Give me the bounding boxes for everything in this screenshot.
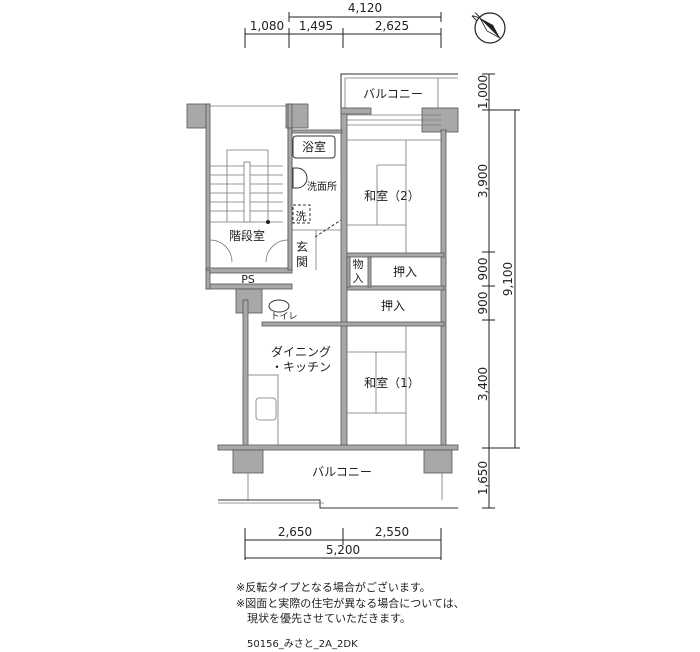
label-entrance-1: 玄 [296, 239, 308, 254]
label-dk-1: ダイニング [271, 344, 331, 359]
label-balcony-bottom: バルコニー [312, 465, 372, 479]
stairwell-walls [186, 103, 309, 314]
right-dimensions: 1,000 3,900 900 900 3,400 1,650 9,100 [476, 73, 520, 509]
dim-right-5: 3,400 [476, 367, 490, 401]
dim-right-1: 1,000 [476, 75, 490, 109]
label-washer: 洗 [296, 210, 307, 223]
toilet-icon [268, 299, 290, 313]
label-entrance-2: 関 [296, 255, 308, 269]
balcony-top [340, 73, 458, 110]
fixtures [268, 135, 336, 313]
dim-right-2: 3,900 [476, 164, 490, 198]
note-2: ※図面と実際の住宅が異なる場合については、 [236, 597, 465, 610]
dim-top-1: 1,080 [250, 19, 284, 33]
label-washitsu2: 和室（2） [364, 188, 420, 203]
label-ps: PS [241, 273, 255, 286]
label-bath: 浴室 [302, 139, 326, 154]
dim-right-total: 9,100 [501, 262, 515, 296]
dim-top-total: 4,120 [348, 1, 382, 15]
label-closet1: 押入 [393, 265, 417, 279]
label-washitsu1: 和室（1） [364, 375, 420, 390]
label-toilet: トイレ [270, 312, 297, 322]
plan-caption: 50156_みさと_2A_2DK [247, 639, 358, 650]
label-balcony-top: バルコニー [363, 87, 423, 101]
bottom-dimensions: 2,650 2,550 5,200 [244, 525, 442, 560]
room-labels: バルコニー 浴室 洗面所 洗 和室（2） 階段室 玄 関 物 入 押入 PS 押… [229, 87, 423, 479]
note-1: ※反転タイプとなる場合がございます。 [236, 581, 431, 594]
dim-bottom-2: 2,550 [375, 525, 409, 539]
label-stairwell: 階段室 [229, 228, 265, 243]
washer-spot [292, 204, 311, 224]
label-storage-2: 入 [353, 272, 364, 285]
dim-bottom-1: 2,650 [278, 525, 312, 539]
label-washroom: 洗面所 [307, 181, 337, 193]
note-3: 現状を優先させていただきます。 [236, 612, 411, 625]
label-storage-1: 物 [353, 257, 364, 271]
dim-bottom-total: 5,200 [326, 543, 360, 557]
dim-right-4: 900 [476, 292, 490, 315]
dim-top-2: 1,495 [299, 19, 333, 33]
bathtub [292, 135, 336, 159]
washbasin-icon [292, 167, 308, 189]
top-dimensions: 4,120 1,080 1,495 2,625 [244, 1, 442, 48]
dim-right-6: 1,650 [476, 461, 490, 495]
dim-top-3: 2,625 [375, 19, 409, 33]
dim-right-3: 900 [476, 258, 490, 281]
label-closet2: 押入 [381, 299, 405, 313]
compass-icon: N [470, 11, 506, 44]
unit-walls [217, 107, 459, 509]
label-dk-2: ・キッチン [271, 360, 331, 374]
